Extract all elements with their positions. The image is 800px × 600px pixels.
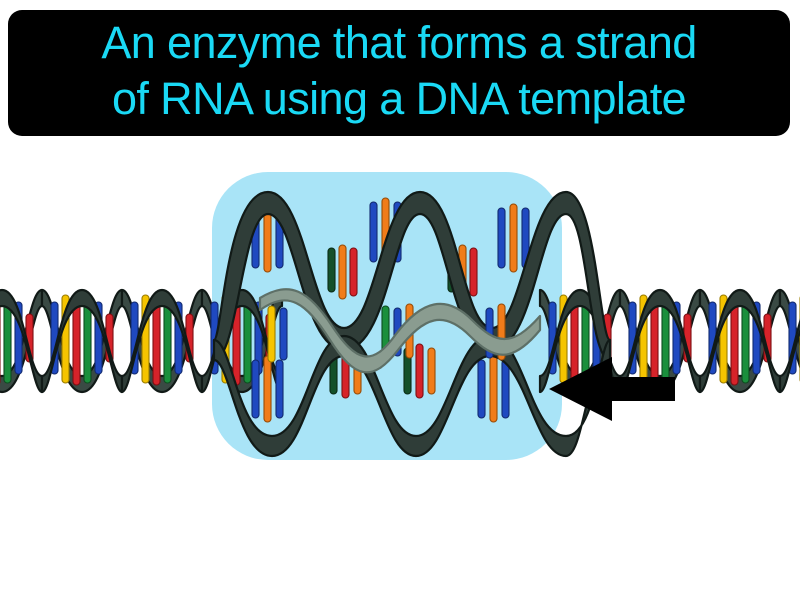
rna-bases-1 (267, 305, 288, 363)
pointer-arrow (549, 357, 675, 421)
upper-trough-bases-1 (327, 244, 358, 300)
transcription-illustration: .bb { fill: #2f3d38; stroke: #111a17; st… (0, 140, 800, 600)
definition-banner: An enzyme that forms a strand of RNA usi… (8, 10, 790, 136)
lower-mid-bases-2 (403, 343, 436, 399)
dna-lower-strand (212, 334, 612, 458)
rna-strand-being-synthesized (258, 288, 542, 374)
definition-line-2: of RNA using a DNA template (111, 73, 687, 124)
definition-line-1: An enzyme that forms a strand (101, 17, 697, 68)
lower-trough-bases-1 (251, 355, 284, 423)
dna-unwound-template (212, 190, 612, 458)
lower-trough-bases-2 (477, 355, 510, 423)
dna-double-helix-left (0, 288, 284, 394)
dna-rna-svg: .bb { fill: #2f3d38; stroke: #111a17; st… (0, 172, 800, 460)
upper-crest-bases-3 (497, 203, 530, 273)
